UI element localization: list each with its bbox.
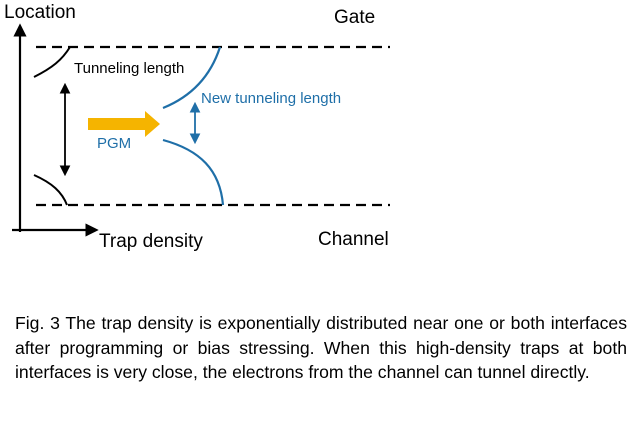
new-tunneling-length-label: New tunneling length [201, 90, 342, 107]
pgm-label: PGM [97, 135, 132, 152]
gate-new-trap-curve [162, 46, 222, 110]
y-axis-label: Location [4, 2, 76, 23]
gate-trap-curve [33, 46, 71, 78]
diagram-canvas [12, 23, 390, 237]
gate-label: Gate [334, 7, 376, 28]
tunneling-length-label: Tunneling length [74, 60, 185, 77]
channel-trap-curve [33, 174, 68, 206]
channel-label: Channel [318, 229, 389, 250]
figure-caption: Fig. 3 The trap density is exponentially… [15, 313, 627, 382]
trap-density-diagram: Location Trap density Gate Channel Tunne… [4, 2, 390, 252]
channel-new-trap-curve [162, 138, 225, 206]
x-axis-label: Trap density [99, 231, 203, 252]
pgm-arrow [88, 111, 160, 137]
